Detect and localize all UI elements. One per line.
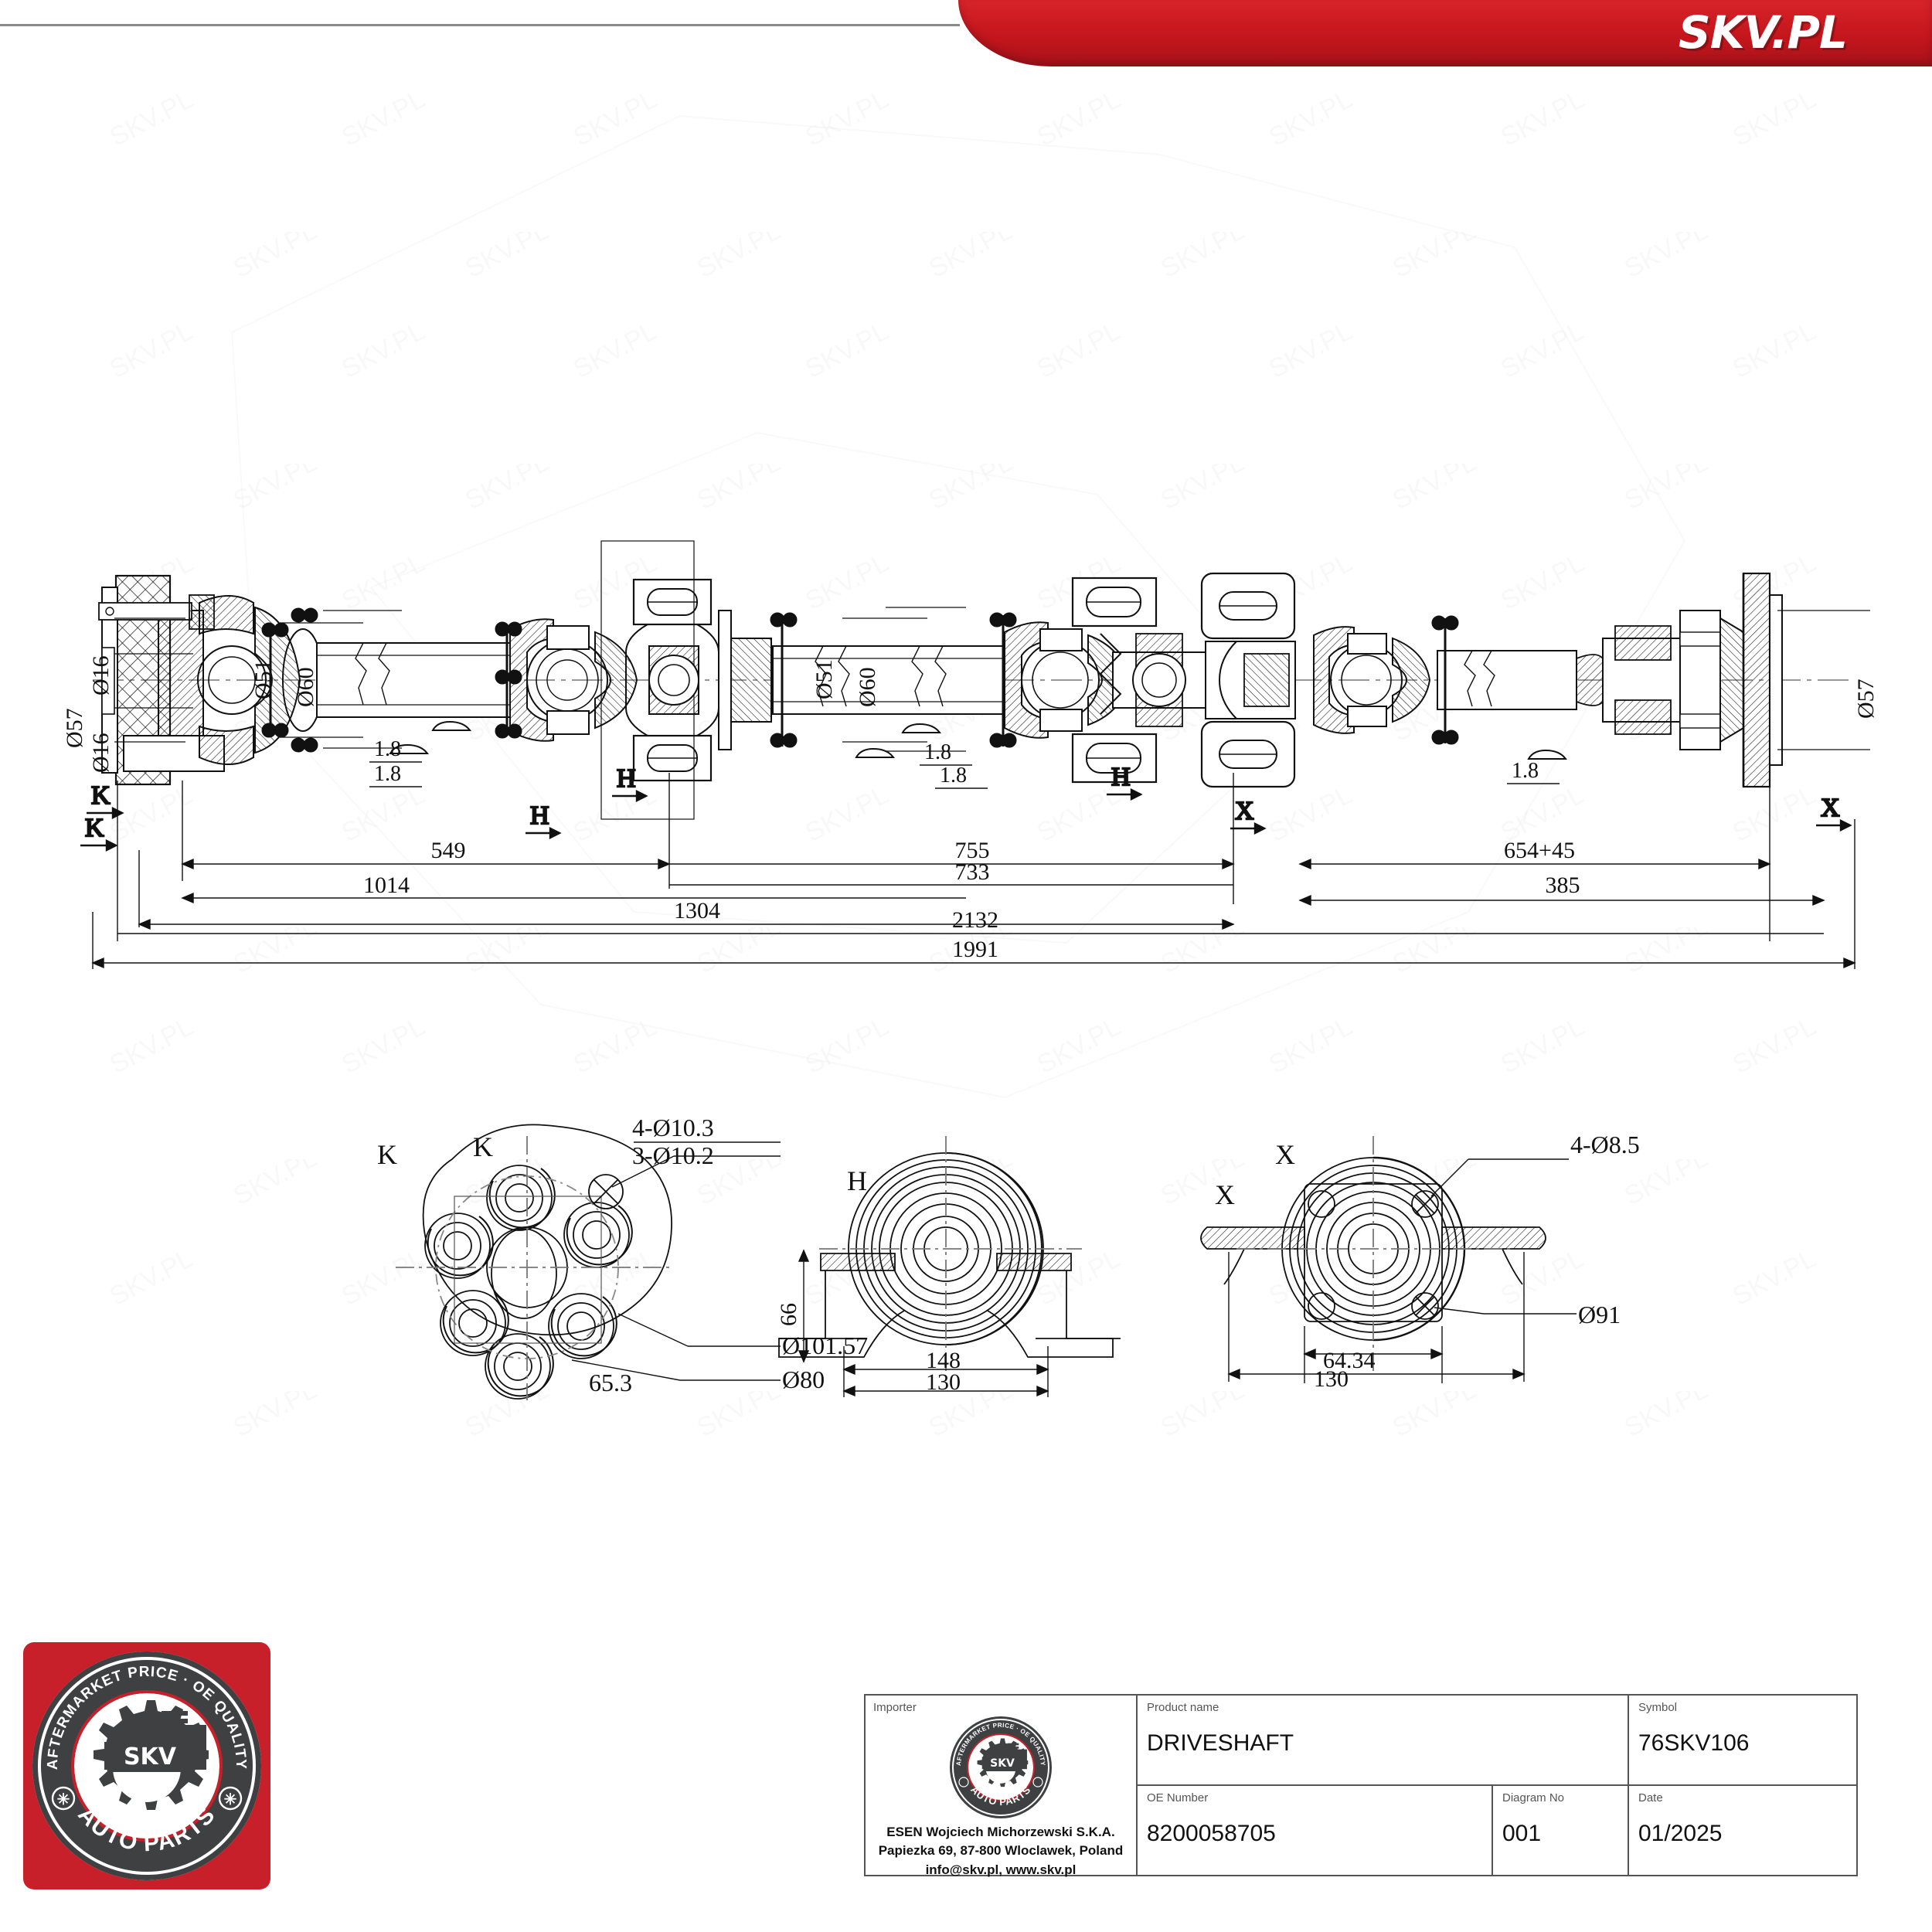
header-brand-banner: SKV.PL <box>958 0 1932 66</box>
svg-text:✳: ✳ <box>57 1791 70 1808</box>
product-name-cell: Product name DRIVESHAFT <box>1138 1696 1629 1784</box>
date-cell: Date 01/2025 <box>1629 1786 1856 1875</box>
detail-label-K-left: K <box>377 1139 397 1170</box>
header-banner-shape <box>958 0 1932 66</box>
title-block-importer-cell: Importer AFTERMARKET PRICE · OE QUALITY <box>866 1696 1138 1877</box>
svg-text:✳: ✳ <box>224 1791 237 1808</box>
importer-company: ESEN Wojciech Michorzewski S.K.A. <box>886 1824 1115 1839</box>
callout-130-H: 130 <box>926 1369 961 1395</box>
oe-number-caption: OE Number <box>1147 1791 1209 1804</box>
date-caption: Date <box>1638 1791 1663 1804</box>
importer-seal-center: SKV <box>984 1756 1021 1771</box>
dim-dia-60-left: Ø60 <box>293 667 318 707</box>
dim-1304: 1304 <box>674 898 720 923</box>
detail-view-H: 66 148 130 H <box>776 1136 1121 1397</box>
dim-2132: 2132 <box>952 907 998 933</box>
symbol-cell: Symbol 76SKV106 <box>1629 1696 1856 1784</box>
seal-red-ring <box>71 1690 223 1842</box>
seal-center-text: SKV <box>108 1741 192 1772</box>
symbol-value: 76SKV106 <box>1638 1730 1750 1756</box>
detail-label-X-1: X <box>1275 1139 1295 1170</box>
diagram-no-caption: Diagram No <box>1502 1791 1565 1804</box>
importer-address-block: ESEN Wojciech Michorzewski S.K.A. Papiez… <box>879 1823 1124 1880</box>
dim-dia-51-mid: Ø51 <box>811 659 837 699</box>
oe-number-cell: OE Number 8200058705 <box>1138 1786 1493 1875</box>
dim-1991: 1991 <box>952 937 998 962</box>
title-block-row-1: Product name DRIVESHAFT Symbol 76SKV106 <box>1138 1696 1856 1786</box>
detail-label-K-right: K <box>473 1131 493 1162</box>
callout-148: 148 <box>926 1348 961 1373</box>
callout-dia-91: Ø91 <box>1578 1301 1621 1328</box>
header-divider-rule <box>0 24 960 26</box>
dim-dia-57-left: Ø57 <box>62 708 87 748</box>
dim-balance-1: 1.8 <box>374 737 401 761</box>
seal-body: AFTERMARKET PRICE · OE QUALITY AUTO PART… <box>32 1651 261 1880</box>
dim-balance-4: 1.8 <box>940 764 967 787</box>
importer-seal-body: AFTERMARKET PRICE · OE QUALITY AUTO PART… <box>950 1716 1052 1818</box>
date-value: 01/2025 <box>1638 1820 1723 1846</box>
badge-seal: AFTERMARKET PRICE · OE QUALITY AUTO PART… <box>32 1651 261 1880</box>
dim-dia-16-upper: Ø16 <box>88 655 114 696</box>
detail-view-X: 4-Ø8.5 Ø91 64.34 130 X X <box>1200 1131 1640 1392</box>
title-block: Importer AFTERMARKET PRICE · OE QUALITY <box>864 1694 1858 1877</box>
dim-dia-16-lower: Ø16 <box>88 733 114 773</box>
dim-dia-57-right: Ø57 <box>1853 679 1879 719</box>
importer-caption: Importer <box>873 1701 917 1714</box>
title-block-fields: Product name DRIVESHAFT Symbol 76SKV106 … <box>1138 1696 1856 1875</box>
dim-654-45: 654+45 <box>1504 838 1575 863</box>
importer-seal: AFTERMARKET PRICE · OE QUALITY AUTO PART… <box>950 1716 1052 1818</box>
skv-auto-parts-badge: AFTERMARKET PRICE · OE QUALITY AUTO PART… <box>23 1642 270 1889</box>
detail-label-X-2: X <box>1215 1179 1235 1210</box>
callout-64-34: 64.34 <box>1323 1348 1376 1373</box>
dim-dia-51-left: Ø51 <box>250 659 276 699</box>
detail-label-H: H <box>847 1165 867 1196</box>
callout-66: 66 <box>776 1303 801 1326</box>
section-marker-K-2: K <box>85 814 104 842</box>
callout-65-3: 65.3 <box>589 1369 632 1396</box>
dim-balance-5: 1.8 <box>1512 759 1539 783</box>
detail-view-K: 4-Ø10.3 3-Ø10.2 Ø101.57 Ø80 65.3 K K <box>377 1114 868 1400</box>
section-marker-K-1: K <box>91 781 111 810</box>
skv-pl-wordmark: SKV.PL <box>1678 6 1848 59</box>
product-name-value: DRIVESHAFT <box>1147 1730 1294 1756</box>
dim-1014: 1014 <box>363 872 410 898</box>
dim-733: 733 <box>955 859 990 885</box>
dim-755: 755 <box>955 838 990 863</box>
callout-dia-80: Ø80 <box>782 1366 825 1393</box>
importer-address: Papiezka 69, 87-800 Wloclawek, Poland <box>878 1843 1124 1859</box>
callout-4-dia-10-3: 4-Ø10.3 <box>632 1114 714 1141</box>
callout-130-X: 130 <box>1314 1366 1349 1392</box>
section-marker-H-2: H <box>617 764 636 793</box>
callout-3-dia-10-2: 3-Ø10.2 <box>632 1141 714 1169</box>
importer-contact: info@skv.pl, www.skv.pl <box>925 1862 1077 1877</box>
symbol-caption: Symbol <box>1638 1701 1678 1714</box>
dim-dia-60-mid: Ø60 <box>855 667 880 707</box>
callout-4-dia-8-5: 4-Ø8.5 <box>1570 1131 1640 1158</box>
section-marker-H-3: H <box>1111 763 1131 791</box>
diagram-no-value: 001 <box>1502 1820 1542 1846</box>
dim-balance-3: 1.8 <box>924 740 951 764</box>
diagram-no-cell: Diagram No 001 <box>1493 1786 1629 1875</box>
section-marker-X-1: X <box>1235 797 1254 825</box>
product-name-caption: Product name <box>1147 1701 1219 1714</box>
title-block-row-2: OE Number 8200058705 Diagram No 001 Date… <box>1138 1786 1856 1875</box>
oe-number-value: 8200058705 <box>1147 1820 1276 1846</box>
section-marker-H-1: H <box>530 801 549 830</box>
dim-385: 385 <box>1546 872 1580 898</box>
dim-balance-2: 1.8 <box>374 762 401 786</box>
importer-seal-red-ring <box>967 1733 1035 1801</box>
section-marker-X-2: X <box>1821 794 1840 822</box>
dim-549: 549 <box>431 838 466 863</box>
